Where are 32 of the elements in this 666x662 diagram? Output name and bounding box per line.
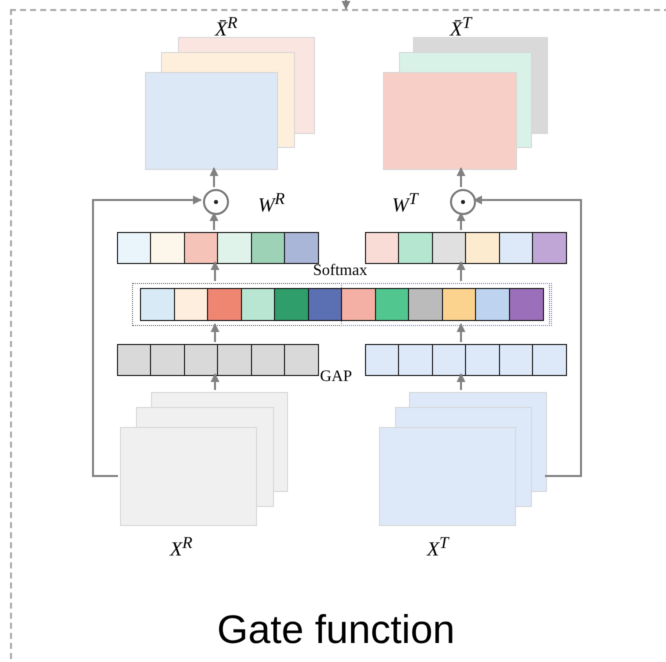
elementwise-product-symbol <box>203 189 229 215</box>
arrow <box>210 373 220 390</box>
math-label: X$^{R}$ <box>170 532 192 561</box>
weight-vector <box>365 344 567 376</box>
arrow <box>456 167 466 187</box>
arrow <box>456 212 466 230</box>
weight-vector <box>365 232 567 264</box>
math-label: W$^{R}$ <box>258 188 285 217</box>
arrow <box>473 196 582 477</box>
math-label: W$^{T}$ <box>392 188 418 217</box>
operation-label: Softmax <box>313 261 368 281</box>
arrow <box>210 323 220 342</box>
math-label: X̄$^{T}$ <box>450 12 472 41</box>
softmax-vector <box>132 283 550 326</box>
arrow <box>92 196 202 477</box>
weight-vector <box>117 232 319 264</box>
gate-function-panel <box>10 9 666 662</box>
feature-map-stack <box>379 392 547 558</box>
weight-vector <box>117 344 319 376</box>
arrow <box>210 212 218 230</box>
math-label: X̄$^{R}$ <box>215 12 238 41</box>
math-label: X$^{T}$ <box>427 532 448 561</box>
operation-label: GAP <box>320 367 352 387</box>
arrow <box>456 323 466 342</box>
arrow <box>210 261 220 281</box>
panel-title: Gate function <box>217 607 455 653</box>
elementwise-product-symbol <box>450 189 476 215</box>
feature-map-stack <box>120 392 288 558</box>
arrow <box>456 261 466 281</box>
arrow <box>210 167 218 187</box>
arrow <box>342 0 350 10</box>
arrow <box>456 373 466 390</box>
